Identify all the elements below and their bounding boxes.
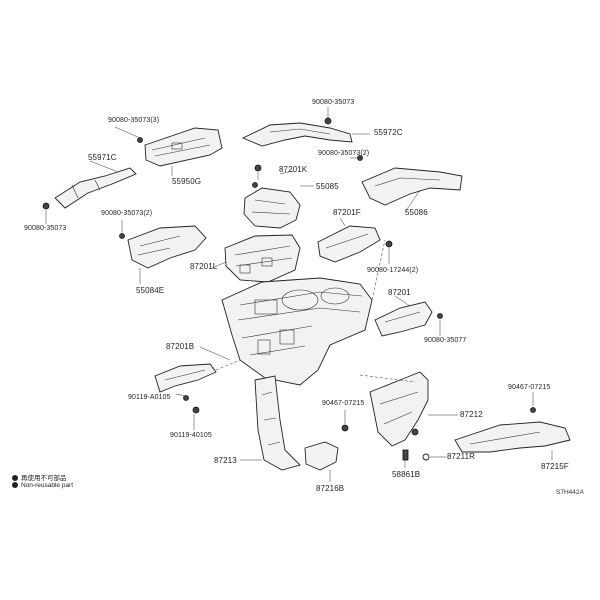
legend-non-reusable-jp: 再使用不可部品 <box>12 472 67 482</box>
part-55084e-shape <box>119 225 207 269</box>
label-87216b: 87216B <box>316 484 345 493</box>
label-87201k: 87201K <box>279 165 308 174</box>
part-87215f-shape <box>454 407 571 453</box>
leader-lines <box>45 107 553 482</box>
label-87212: 87212 <box>460 410 483 419</box>
label-90467-07215-mid: 90467-07215 <box>322 400 365 407</box>
label-55086: 55086 <box>405 208 428 217</box>
part-55950g-shape <box>137 127 223 167</box>
part-87201b-shape <box>154 363 217 414</box>
label-87201b: 87201B <box>166 342 195 351</box>
label-90080-35073-left: 90080-35073 <box>24 225 67 232</box>
part-87213-shape <box>254 375 301 471</box>
non-reusable-dot-icon <box>12 482 18 488</box>
part-87201l-shape <box>224 234 301 283</box>
part-55972c-shape <box>241 117 353 147</box>
non-reusable-dot-icon <box>12 475 18 481</box>
label-90080-35073-2-right: 90080-35073(2) <box>318 150 370 157</box>
legend-line2-text: Non-reusable part <box>21 482 74 489</box>
part-55085-shape <box>243 164 301 229</box>
label-90080-35073-3: 90080-35073(3) <box>108 117 160 124</box>
label-90119-40105: 90119-40105 <box>170 432 212 439</box>
label-90467-07215-right: 90467-07215 <box>508 384 551 391</box>
label-87201f: 87201F <box>333 208 361 217</box>
label-90080-35077: 90080-35077 <box>424 337 467 344</box>
part-55971c-shape <box>42 167 137 210</box>
part-87201f-shape <box>317 225 393 263</box>
label-55971c: 55971C <box>88 153 117 162</box>
label-55084e: 55084E <box>136 286 165 295</box>
label-90080-17244-2: 90080-17244(2) <box>367 267 419 274</box>
part-55086-shape <box>357 155 463 206</box>
dashed-lines <box>215 239 416 383</box>
part-87201-shape <box>374 301 443 337</box>
label-87201l: 87201L <box>190 262 218 271</box>
part-87211r-shape <box>402 449 430 461</box>
diagram-code: S7H442A <box>556 489 584 496</box>
label-87213: 87213 <box>214 456 237 465</box>
label-90080-35073-top: 90080-35073 <box>312 99 355 106</box>
part-87216b-shape <box>304 424 349 471</box>
part-hvac-unit-shape <box>221 277 373 386</box>
label-87215f: 87215F <box>541 462 569 471</box>
label-90119-a0105: 90119-A0105 <box>128 394 171 401</box>
legend-line1-text: 再使用不可部品 <box>21 475 67 482</box>
label-87201: 87201 <box>388 288 411 297</box>
label-58861b: 58861B <box>392 470 421 479</box>
label-90080-35073-2-left: 90080-35073(2) <box>101 210 153 217</box>
label-87211r: 87211R <box>447 452 476 461</box>
label-55950g: 55950G <box>172 177 202 186</box>
legend-non-reusable-en: Non-reusable part <box>12 482 73 489</box>
part-87212-shape <box>369 371 429 447</box>
label-55972c: 55972C <box>374 128 403 137</box>
label-55085: 55085 <box>316 182 339 191</box>
